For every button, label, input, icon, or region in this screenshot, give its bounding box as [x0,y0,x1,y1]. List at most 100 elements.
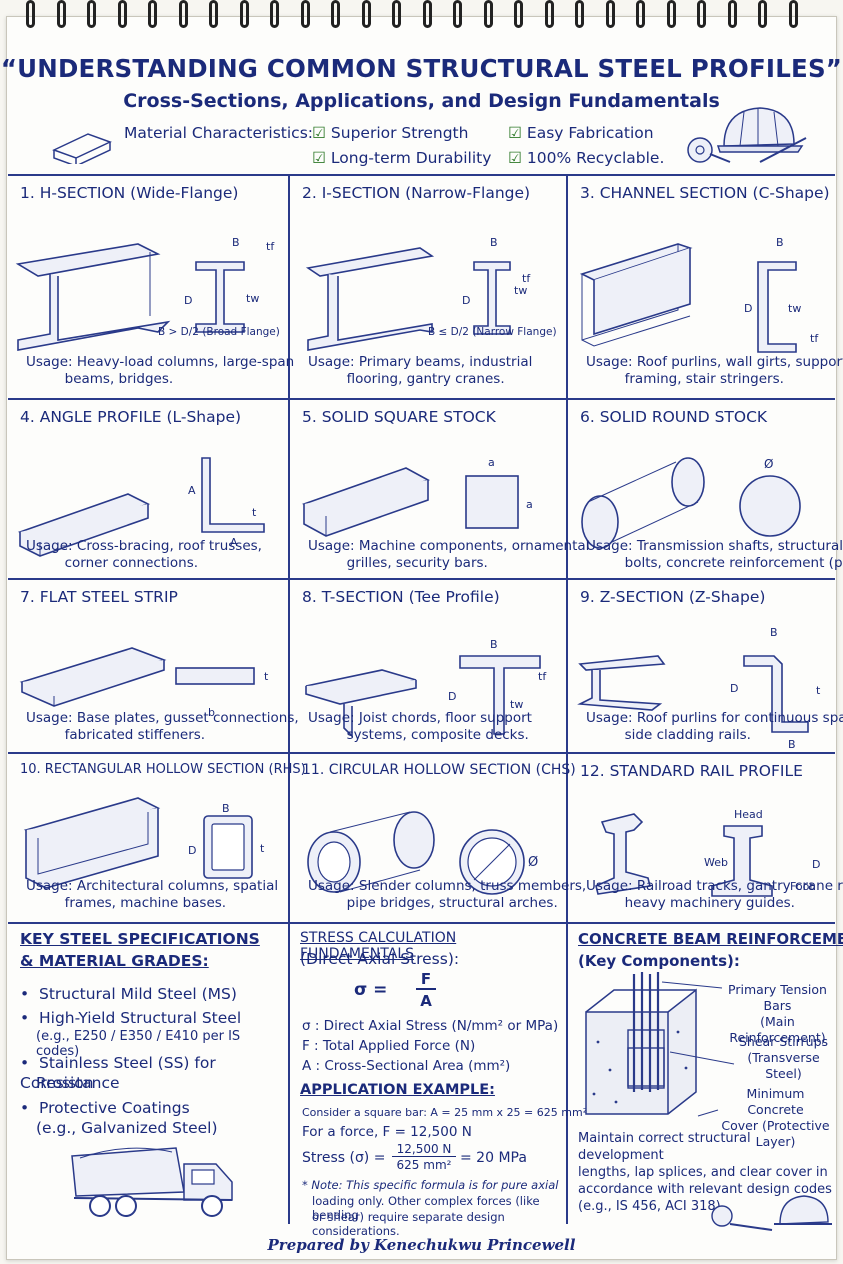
profile-sketch: Ø [307,811,538,895]
profile-title: 3. CHANNEL SECTION (C-Shape) [580,184,830,202]
reinforcement-subheading: (Key Components): [578,952,740,970]
spiral-ring [56,0,66,28]
note-line-3: or shear) require separate design consid… [312,1210,505,1238]
svg-text:t: t [252,506,257,519]
svg-text:B: B [222,802,230,815]
divider [8,752,835,754]
material-characteristics-label: Material Characteristics: [124,124,314,142]
tape-and-helmet-icon [711,1195,832,1231]
spiral-ring [636,0,645,28]
profile-sketch: Ø [581,457,801,549]
example-result: = 20 MPa [460,1150,527,1166]
svg-text:B: B [788,738,796,751]
svg-text:tf: tf [522,272,531,285]
spec-bullet: • Structural Mild Steel (MS) [20,985,237,1003]
profile-title: 1. H-SECTION (Wide-Flange) [20,184,239,202]
profile-usage: Usage: Railroad tracks, gantry crane rai… [586,878,843,911]
spiral-ring [575,0,584,28]
svg-text:D: D [188,844,196,857]
specs-heading-2: & MATERIAL GRADES: [20,952,209,970]
profile-note: B ≤ D/2 (Narrow Flange) [428,326,557,338]
svg-text:B: B [770,626,778,639]
profile-title: 2. I-SECTION (Narrow-Flange) [302,184,531,202]
svg-text:a: a [488,456,495,469]
definition-area: A : Cross-Sectional Area (mm²) [302,1058,511,1074]
spiral-ring [300,0,310,28]
spiral-ring [270,0,279,28]
svg-text:t: t [260,842,265,855]
profile-usage: Usage: Joist chords, floor support syste… [308,710,532,743]
check-item-fabrication: ☑Easy Fabrication [508,124,654,142]
profile-title: 6. SOLID ROUND STOCK [580,408,768,426]
divider [288,174,290,1224]
dump-truck-icon [71,1147,233,1217]
checkbox-icon: ☑ [508,124,522,142]
spiral-ring [697,0,706,28]
spiral-ring [666,0,676,28]
spiral-ring [178,0,188,28]
stress-heading: STRESS CALCULATION FUNDAMENTALS [300,930,457,962]
specs-heading: KEY STEEL SPECIFICATIONS [20,930,260,948]
svg-text:Ø: Ø [764,457,773,471]
profile-usage: Usage: Slender columns, truss members, p… [308,878,587,911]
svg-text:D: D [462,294,470,307]
example-line-2: For a force, F = 12,500 N [302,1124,472,1140]
spiral-ring [209,0,218,28]
reinforcement-heading: CONCRETE BEAM REINFORCEMENT [578,930,843,948]
example-line-1: Consider a square bar: A = 25 mm x 25 = … [302,1106,588,1119]
spiral-ring [727,0,737,28]
profile-usage: Usage: Roof purlins, wall girts, support… [586,354,843,387]
profile-usage: Usage: Transmission shafts, structural b… [586,538,843,571]
profile-title: 5. SOLID SQUARE STOCK [302,408,496,426]
formula-numerator: F [416,970,436,990]
example-denominator: 625 mm² [396,1158,452,1172]
spiral-ring [87,0,96,28]
svg-text:Ø: Ø [528,855,538,870]
spiral-ring [453,0,462,28]
profile-title: 10. RECTANGULAR HOLLOW SECTION (RHS) [20,762,306,777]
spec-bullet-sub: (e.g., Galvanized Steel) [36,1119,218,1137]
profile-usage: Usage: Cross-bracing, roof trusses, corn… [26,538,262,571]
reinforcement-panel: CONCRETE BEAM REINFORCEMENT (Key Compone… [578,930,843,1231]
spiral-ring [758,0,767,28]
spec-bullet-sub: (e.g., E250 / E350 / E410 per IS codes) [36,1029,241,1059]
label-tension-bars: Primary Tension Bars(Main Reinforcement) [728,982,827,1045]
application-heading: APPLICATION EXAMPLE: [300,1082,495,1098]
definition-sigma: σ : Direct Axial Stress (N/mm² or MPa) [302,1018,559,1034]
svg-text:tw: tw [788,302,801,315]
checkbox-icon: ☑ [508,149,522,167]
check-item-durability: ☑Long-term Durability [312,149,492,167]
spiral-ring [117,0,127,28]
svg-text:Web: Web [704,856,728,869]
profile-title: 8. T-SECTION (Tee Profile) [302,588,500,606]
specs-panel: KEY STEEL SPECIFICATIONS & MATERIAL GRAD… [20,930,282,1230]
svg-text:tf: tf [810,332,819,345]
example-numerator: 12,500 N [392,1142,456,1157]
profile-note: B > D/2 (Broad Flange) [158,326,280,338]
svg-text:B: B [232,236,240,249]
profile-card: Ø 6. SOLID ROUND STOCK Usage: Transmission… [568,400,843,578]
svg-text:B: B [490,638,498,651]
spiral-ring [331,0,340,28]
profile-usage: Usage: Machine components, ornamental gr… [308,538,590,571]
note-line-1: * Note: This specific formula is for pur… [302,1178,559,1192]
svg-text:A: A [230,536,238,549]
svg-text:tf: tf [538,670,547,683]
spiral-ring [514,0,523,28]
spec-bullet: • Stainless Steel (SS) for Corrosion [20,1054,216,1092]
svg-text:D: D [448,690,456,703]
example-stress-label: Stress (σ) = [302,1150,386,1166]
note-line-2: loading only. Other complex forces (like… [312,1194,540,1222]
spiral-ring [361,0,371,28]
profile-title: 12. STANDARD RAIL PROFILE [580,762,803,780]
